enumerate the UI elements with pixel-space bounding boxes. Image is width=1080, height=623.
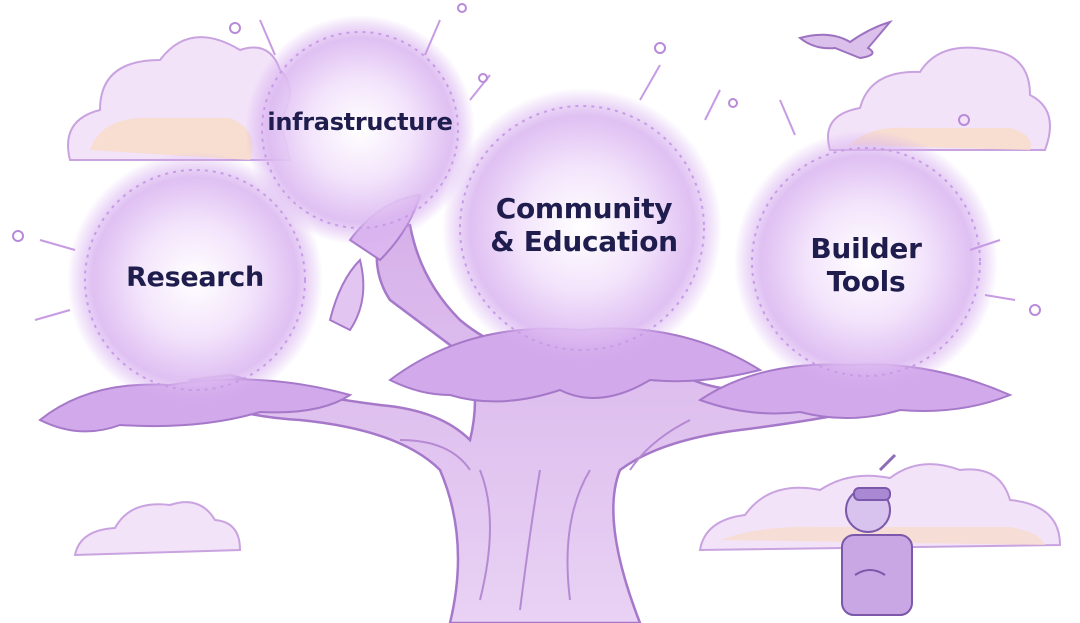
research-label: Research bbox=[126, 262, 264, 293]
cloud-top-left bbox=[67, 36, 292, 161]
sparkle-rays bbox=[34, 19, 1016, 321]
cloud-bottom-left bbox=[73, 501, 242, 557]
bird-icon bbox=[797, 20, 893, 60]
orb-infrastructure bbox=[245, 15, 475, 245]
community-education-label: Community & Education bbox=[490, 192, 678, 259]
orb-community bbox=[442, 88, 722, 368]
infrastructure-label: infrastructure bbox=[267, 108, 453, 136]
person-with-antenna-icon bbox=[841, 453, 913, 616]
orb-builder bbox=[734, 130, 998, 394]
sparkle-dots bbox=[12, 3, 1041, 316]
orb-research bbox=[67, 152, 323, 408]
builder-tools-label: Builder Tools bbox=[810, 232, 922, 299]
